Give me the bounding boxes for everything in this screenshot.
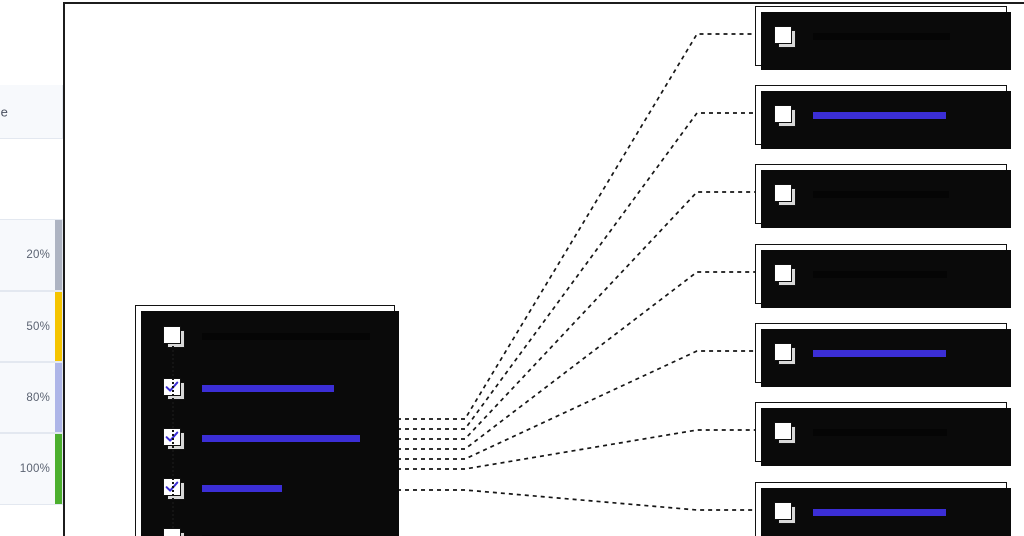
detail-card[interactable] (755, 323, 1011, 387)
dashed-connector (397, 489, 755, 511)
dashed-connector (397, 112, 755, 430)
checkbox-unchecked[interactable] (163, 528, 185, 536)
checklist-item-text-bar (202, 485, 282, 492)
gutter-row-80[interactable]: 80% (0, 362, 63, 433)
master-checklist-card[interactable] (135, 305, 399, 536)
checkbox-checked[interactable] (163, 428, 185, 450)
checklist-connector-line (172, 346, 174, 528)
checkbox-box (163, 528, 181, 536)
dashed-connector (397, 33, 755, 420)
detail-card[interactable] (755, 244, 1011, 308)
checklist-item-text-bar (202, 333, 370, 340)
dashed-connector (397, 271, 755, 450)
check-icon (165, 431, 179, 442)
gutter-row-label: 50% (26, 320, 50, 333)
detail-card-text-bar (813, 429, 947, 436)
checkbox-unchecked[interactable] (774, 105, 796, 127)
gutter-row-clipped-label: e (0, 104, 8, 119)
checkbox-box (774, 184, 792, 202)
checkbox-box (774, 502, 792, 520)
gutter-row-swatch (55, 434, 62, 504)
gutter-row-label: 20% (26, 249, 50, 261)
checkbox-box (163, 326, 181, 344)
detail-card[interactable] (755, 482, 1011, 536)
check-icon (165, 481, 179, 492)
checkbox-box (774, 26, 792, 44)
checkbox-unchecked[interactable] (774, 502, 796, 524)
gutter-row-50[interactable]: 50% (0, 291, 63, 362)
checkbox-unchecked[interactable] (774, 184, 796, 206)
detail-card-text-bar (813, 191, 949, 198)
checkbox-box (774, 105, 792, 123)
detail-card-text-bar (813, 350, 946, 357)
gutter-row-label: 100% (19, 463, 50, 475)
coverage-gutter: e 20% 50% 80% 100% (0, 0, 63, 536)
dashed-connector (397, 350, 755, 460)
gutter-row-label: 80% (26, 391, 50, 404)
check-icon (165, 381, 179, 392)
detail-card-text-bar (813, 271, 947, 278)
detail-card[interactable] (755, 85, 1011, 149)
detail-card-text-bar (813, 112, 946, 119)
dashed-connector (397, 429, 755, 470)
checklist-item[interactable] (136, 428, 394, 450)
detail-card[interactable] (755, 164, 1011, 228)
checklist-item[interactable] (136, 378, 394, 400)
detail-card[interactable] (755, 6, 1011, 70)
detail-card-text-bar (813, 33, 950, 40)
checklist-item-text-bar (202, 385, 334, 392)
checkbox-unchecked[interactable] (774, 264, 796, 286)
checklist-item[interactable] (136, 528, 394, 536)
gutter-row-swatch (55, 220, 62, 290)
checkbox-box (774, 343, 792, 361)
detail-card-text-bar (813, 509, 946, 516)
gutter-row-100[interactable]: 100% (0, 433, 63, 505)
checklist-item-text-bar (202, 435, 360, 442)
checkbox-unchecked[interactable] (774, 343, 796, 365)
checkbox-unchecked[interactable] (774, 422, 796, 444)
checkbox-box (774, 422, 792, 440)
gutter-row-swatch (55, 363, 62, 432)
detail-card[interactable] (755, 402, 1011, 466)
checklist-item[interactable] (136, 326, 394, 348)
dashed-connector (397, 191, 755, 440)
checklist-item[interactable] (136, 478, 394, 500)
gutter-row-20[interactable]: 20% (0, 219, 63, 291)
gutter-row-clipped[interactable]: e (0, 85, 63, 139)
checkbox-unchecked[interactable] (163, 326, 185, 348)
checkbox-unchecked[interactable] (774, 26, 796, 48)
checkbox-box (774, 264, 792, 282)
diagram-canvas (63, 2, 1024, 536)
gutter-row-swatch (55, 292, 62, 361)
